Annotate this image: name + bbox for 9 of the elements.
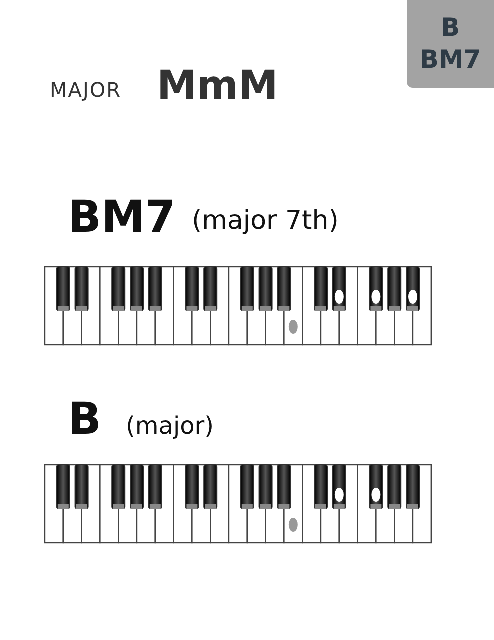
chord-heading: BM7	[68, 192, 176, 243]
heading-text: MAJOR	[50, 78, 122, 102]
chord-heading: B	[68, 394, 102, 445]
chord-subheading: (major 7th)	[192, 206, 339, 236]
chord-name: BM7	[420, 44, 482, 76]
chord-name-tag	[407, 0, 494, 88]
chord-name: B	[440, 12, 460, 44]
heading-text: MmM	[157, 63, 278, 109]
chord-subheading: (major)	[126, 412, 214, 440]
